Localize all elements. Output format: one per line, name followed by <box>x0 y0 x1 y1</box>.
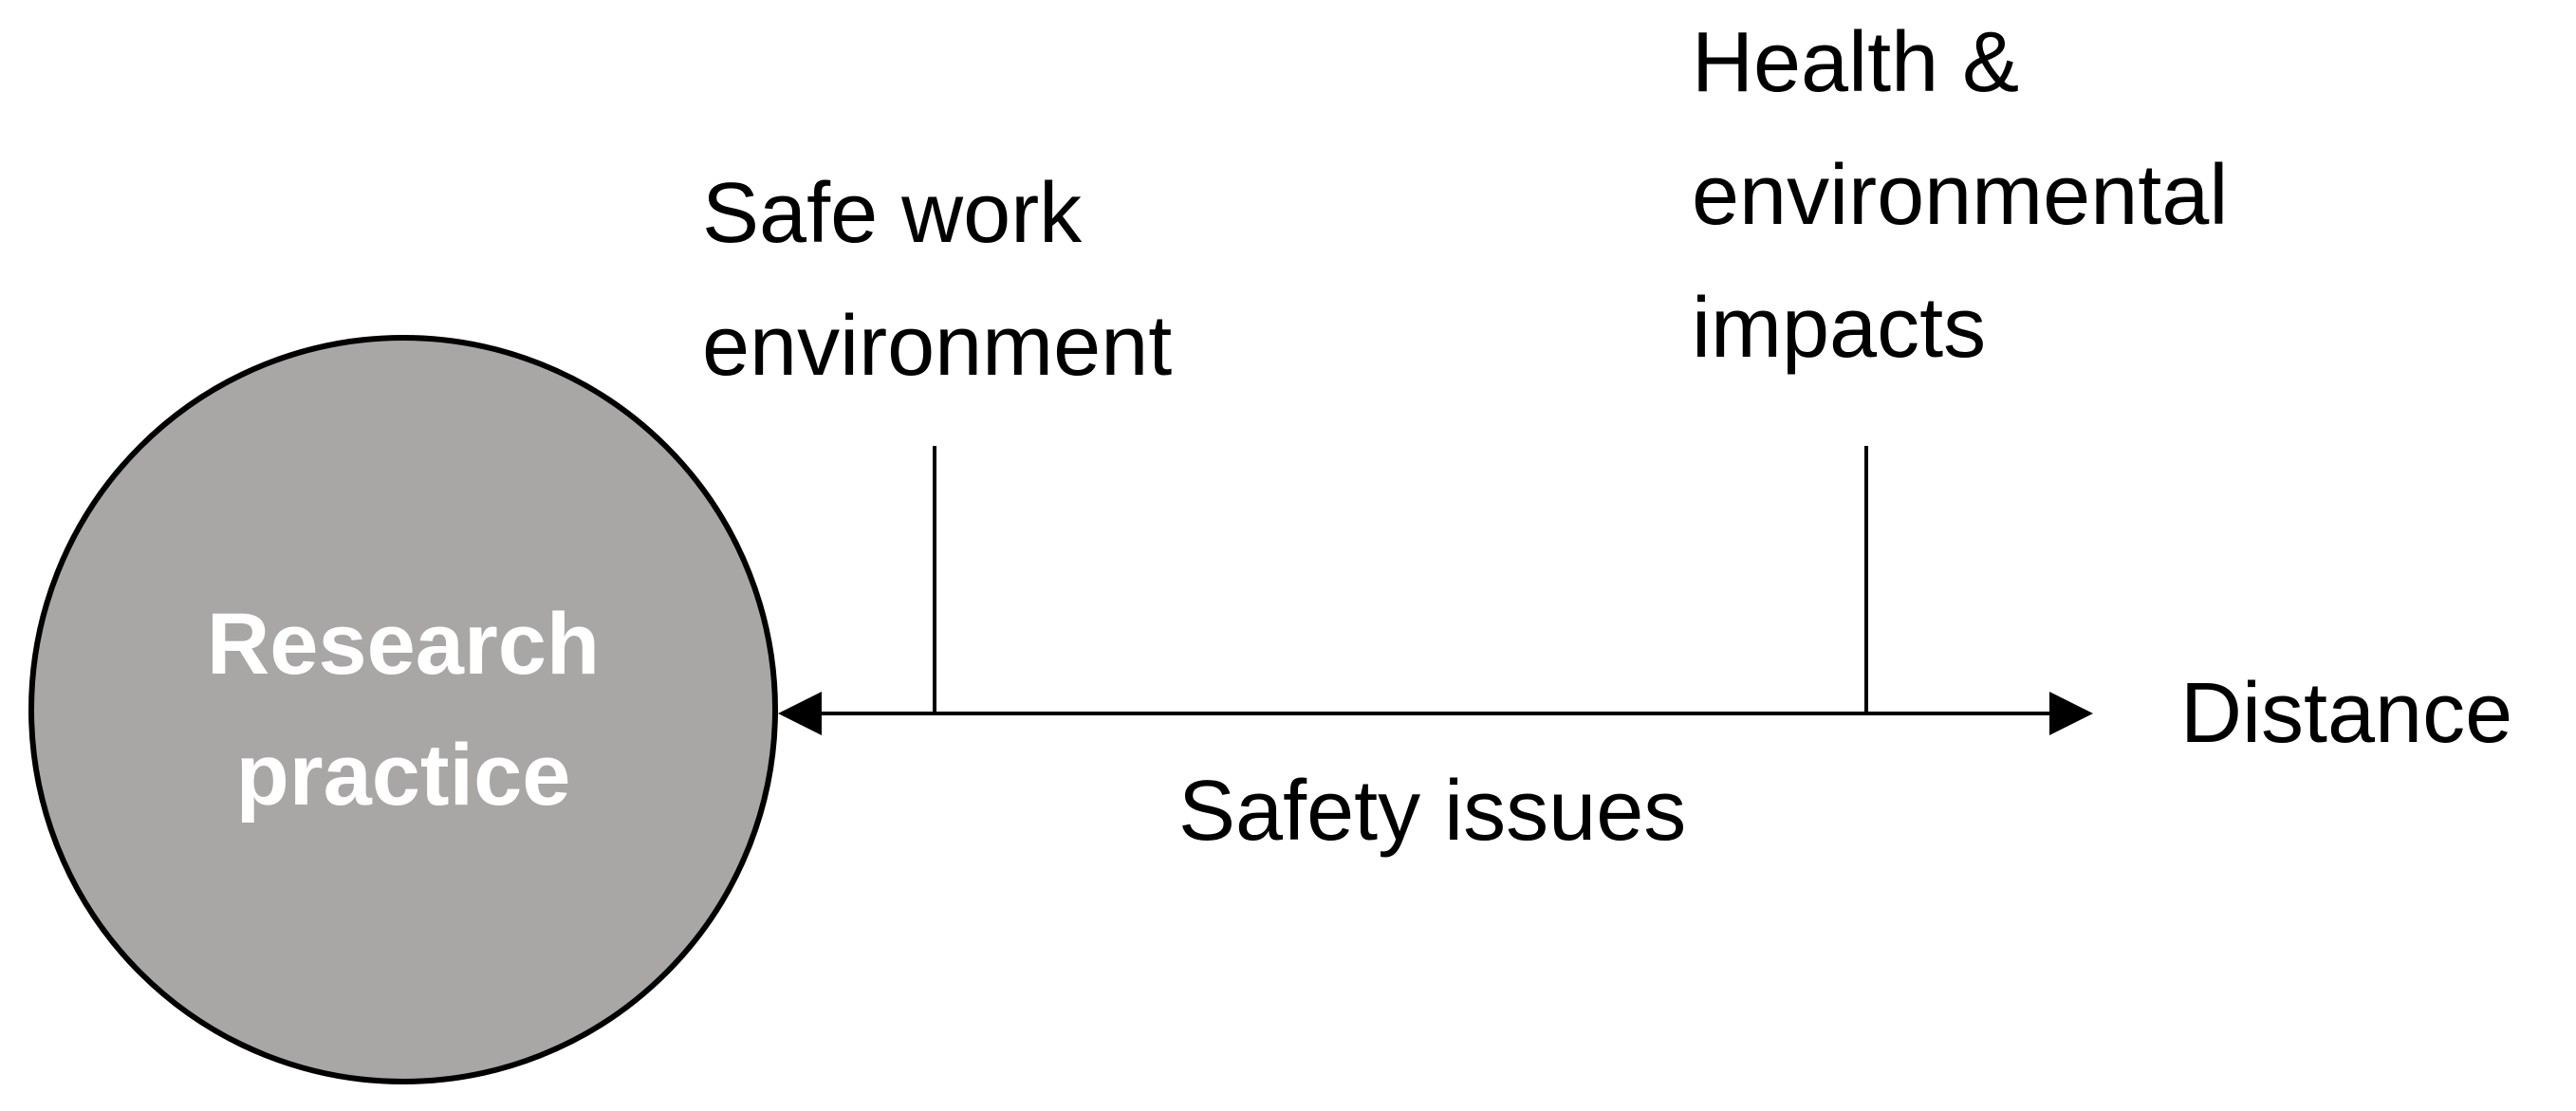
axis-arrowhead-right <box>2049 692 2093 735</box>
research-practice-label-line2: practice <box>235 727 571 824</box>
safe-work-environment-label-line1: Safe work <box>702 166 1083 261</box>
research-practice-label-line1: Research <box>206 596 601 693</box>
health-environmental-impacts-label: Health & environmental impacts <box>1692 0 2228 395</box>
research-practice-label: Research practice <box>34 579 772 841</box>
distance-label-text: Distance <box>2180 666 2513 761</box>
health-environmental-impacts-label-line1: Health & <box>1692 15 2020 110</box>
research-practice-circle <box>28 335 778 1084</box>
safe-work-environment-label-line2: environment <box>702 299 1173 394</box>
health-environmental-impacts-label-line3: impacts <box>1692 281 1987 376</box>
distance-label: Distance <box>2180 647 2512 780</box>
axis-arrowhead-left <box>778 692 822 735</box>
safety-issues-label: Safety issues <box>1178 745 1686 878</box>
safe-work-environment-label: Safe work environment <box>702 147 1172 413</box>
safety-issues-label-text: Safety issues <box>1178 764 1687 859</box>
health-environmental-impacts-label-line2: environmental <box>1692 148 2229 243</box>
